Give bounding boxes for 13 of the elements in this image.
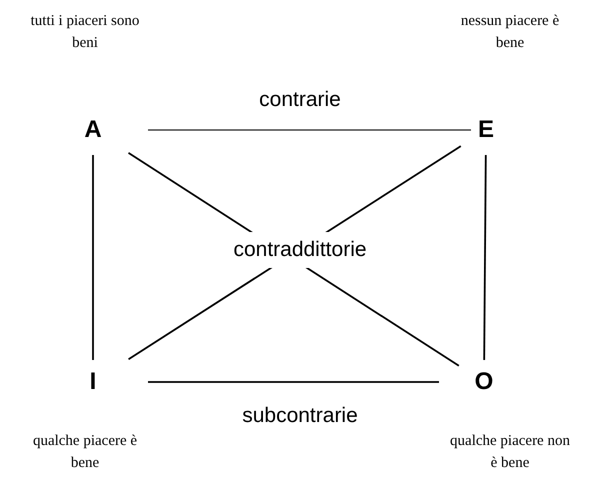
proposition-text: tutti i piaceri sono beni: [30, 12, 140, 53]
vertex-letter: E: [471, 115, 501, 145]
vertex-letter: O: [469, 367, 499, 397]
connector-line: [483, 155, 487, 360]
vertex-letter: A: [78, 115, 108, 145]
proposition-text: nessun piacere è bene: [460, 12, 560, 53]
edge-label: contrarie: [259, 88, 341, 112]
proposition-text: qualche piacere è bene: [32, 432, 138, 473]
connector-line: [92, 155, 94, 360]
proposition-text: qualche piacere non è bene: [450, 432, 570, 473]
edge-label: subcontrarie: [242, 404, 358, 428]
connector-line: [148, 381, 439, 383]
vertex-letter: I: [78, 367, 108, 397]
